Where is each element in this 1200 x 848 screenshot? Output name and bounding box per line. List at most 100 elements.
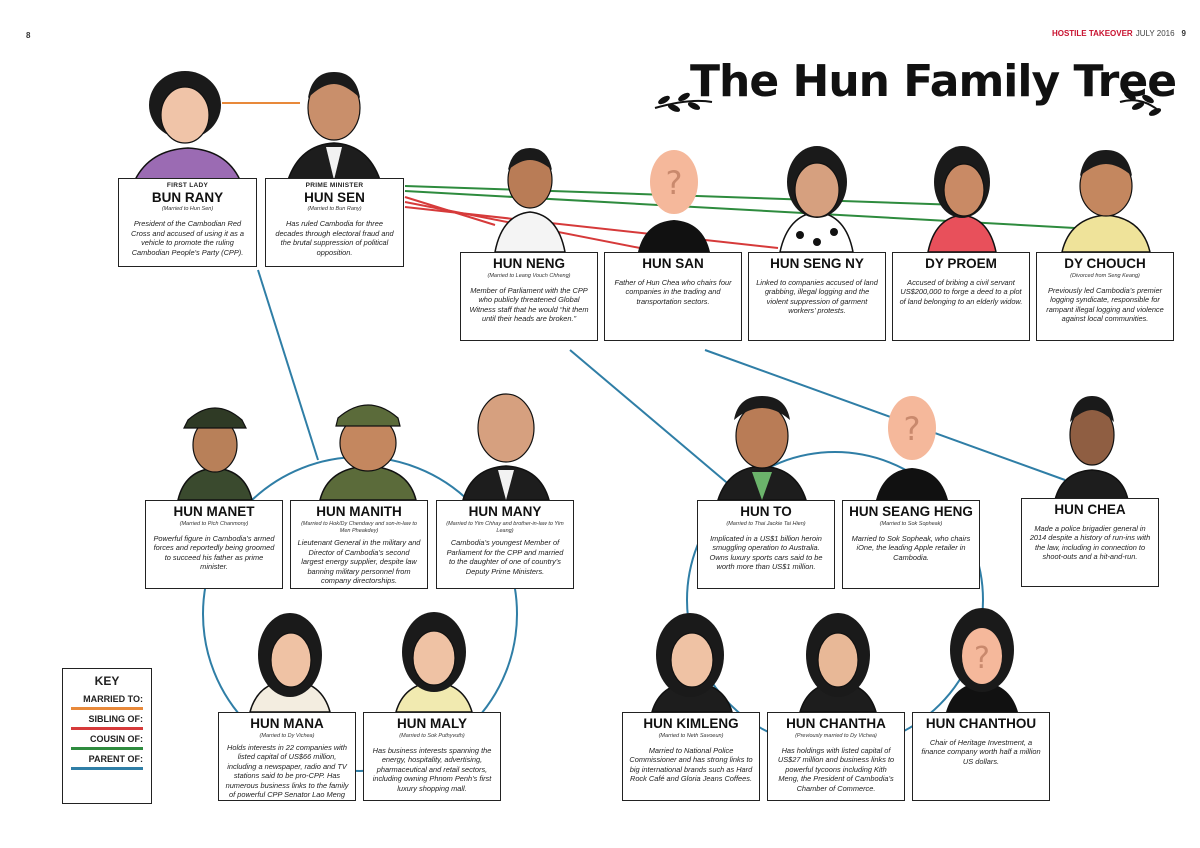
- legend-item-sibling: SIBLING OF:: [71, 714, 143, 730]
- publication-name: HOSTILE TAKEOVER: [1051, 29, 1133, 38]
- hun-san-portrait-icon: ?: [638, 150, 710, 252]
- card-marriage: (Married to Sok Puthyvuth): [399, 732, 465, 739]
- card-description: Has ruled Cambodia for three decades thr…: [275, 219, 394, 257]
- legend-label: COUSIN OF:: [90, 734, 143, 744]
- legend-item-cousin: COUSIN OF:: [71, 734, 143, 750]
- card-description: Holds interests in 22 companies with lis…: [225, 742, 349, 800]
- card-name: HUN MANET: [173, 504, 255, 519]
- card-description: Married to National Police Commissioner …: [629, 745, 753, 784]
- hun-seang-heng-portrait-icon: ?: [876, 396, 948, 500]
- publication-date: JULY 2016: [1135, 29, 1175, 38]
- legend: KEY MARRIED TO: SIBLING OF: COUSIN OF: P…: [62, 668, 152, 804]
- card-name: DY PROEM: [925, 256, 997, 271]
- hun-mana-portrait-icon: [249, 613, 331, 713]
- card-marriage: (Married to Pich Chanmony): [179, 520, 249, 527]
- card-marriage: (Married to Leang Vouch Chheng): [487, 272, 571, 279]
- legend-swatch: [71, 767, 143, 770]
- card-hun-manet: HUN MANET (Married to Pich Chanmony) Pow…: [145, 500, 283, 589]
- card-dy-proem: DY PROEM Accused of bribing a civil serv…: [892, 252, 1030, 341]
- card-hun-chea: HUN CHEA Made a police brigadier general…: [1021, 498, 1159, 587]
- left-laurel-icon: [654, 92, 713, 112]
- legend-label: PARENT OF:: [88, 754, 143, 764]
- running-header: HOSTILE TAKEOVER JULY 2016 9: [1052, 29, 1186, 38]
- card-marriage: (Married to Hok/Dy Chendavy and son-in-l…: [301, 520, 417, 534]
- card-description: Married to Sok Sopheak, who chairs iOne,…: [851, 533, 971, 562]
- hun-manith-portrait-icon: [319, 404, 417, 501]
- card-description: Implicated in a US$1 billion heroin smug…: [709, 533, 823, 572]
- card-name: BUN RANY: [151, 189, 224, 205]
- card-name: HUN SEN: [304, 189, 365, 205]
- card-description: Cambodia’s youngest Member of Parliament…: [446, 538, 564, 576]
- card-hun-chanthou: HUN CHANTHOU Chair of Heritage Investmen…: [912, 712, 1050, 801]
- card-description: Lieutenant General in the military and D…: [297, 538, 421, 585]
- legend-label: MARRIED TO:: [83, 694, 143, 704]
- card-marriage: (Married to Sok Sopheak): [879, 520, 943, 527]
- hun-chanthou-portrait-icon: ?: [946, 608, 1018, 712]
- card-name: HUN NENG: [492, 256, 565, 271]
- card-name: HUN CHANTHOU: [925, 716, 1037, 731]
- card-name: HUN CHANTHA: [786, 716, 886, 731]
- sibling-lines: [404, 196, 779, 249]
- hun-sen-portrait-icon: [286, 72, 382, 181]
- card-marriage: (Married to Dy Vichea): [259, 732, 315, 739]
- page-number-left: 8: [26, 31, 31, 40]
- card-name: HUN CHEA: [1054, 502, 1126, 517]
- card-name: HUN SEANG HENG: [849, 504, 973, 519]
- dy-chouch-portrait-icon: [1061, 150, 1151, 253]
- dy-proem-portrait-icon: [927, 146, 997, 253]
- card-description: President of the Cambodian Red Cross and…: [131, 219, 244, 257]
- card-hun-sen: PRIME MINISTER HUN SEN (Married to Bun R…: [265, 178, 404, 267]
- card-bun-rany: FIRST LADY BUN RANY (Married to Hun Sen)…: [118, 178, 257, 267]
- card-description: Member of Parliament with the CPP who pu…: [469, 285, 589, 324]
- svg-text:?: ?: [904, 410, 921, 448]
- card-name: HUN MANA: [250, 716, 324, 731]
- card-name: HUN TO: [740, 504, 792, 519]
- legend-item-married: MARRIED TO:: [71, 694, 143, 710]
- card-description: Chair of Heritage Investment, a finance …: [921, 737, 1041, 766]
- right-laurel-icon: [1119, 91, 1162, 116]
- legend-swatch: [71, 727, 143, 730]
- hun-maly-portrait-icon: [395, 612, 473, 713]
- card-role: FIRST LADY: [166, 182, 209, 189]
- card-marriage: (Divorced from Seng Keang): [1070, 272, 1140, 279]
- legend-title: KEY: [94, 674, 120, 688]
- card-name: HUN SAN: [642, 256, 704, 271]
- card-name: HUN SENG NY: [770, 256, 864, 271]
- card-name: HUN MALY: [396, 716, 467, 731]
- card-description: Accused of bribing a civil servant US$20…: [899, 277, 1023, 306]
- card-marriage: (Married to Thai Jackie Tai Hien): [726, 520, 806, 527]
- card-hun-kimleng: HUN KIMLENG (Married to Neth Savoeun) Ma…: [622, 712, 760, 801]
- card-hun-mana: HUN MANA (Married to Dy Vichea) Holds in…: [218, 712, 356, 801]
- hun-many-portrait-icon: [462, 393, 550, 501]
- card-hun-seng-ny: HUN SENG NY Linked to companies accused …: [748, 252, 886, 341]
- card-hun-san: HUN SAN Father of Hun Chea who chairs fo…: [604, 252, 742, 341]
- hun-to-portrait-icon: [716, 396, 808, 501]
- card-name: HUN MANITH: [316, 504, 402, 519]
- legend-swatch: [71, 747, 143, 750]
- card-name: HUN MANY: [468, 504, 542, 519]
- page-title: The Hun Family Tree: [690, 56, 1177, 107]
- hun-manet-portrait-icon: [177, 407, 253, 501]
- legend-swatch: [71, 707, 143, 710]
- card-hun-seang-heng: HUN SEANG HENG (Married to Sok Sopheak) …: [842, 500, 980, 589]
- card-description: Has business interests spanning the ener…: [372, 745, 492, 793]
- page-number-right: 9: [1181, 29, 1186, 38]
- svg-text:?: ?: [974, 641, 990, 676]
- card-description: Father of Hun Chea who chairs four compa…: [614, 277, 732, 306]
- card-dy-chouch: DY CHOUCH (Divorced from Seng Keang) Pre…: [1036, 252, 1174, 341]
- card-hun-manith: HUN MANITH (Married to Hok/Dy Chendavy a…: [290, 500, 428, 589]
- hun-neng-portrait-icon: [494, 148, 566, 253]
- hun-kimleng-portrait-icon: [651, 613, 733, 713]
- card-name: DY CHOUCH: [1064, 256, 1146, 271]
- card-hun-neng: HUN NENG (Married to Leang Vouch Chheng)…: [460, 252, 598, 341]
- card-marriage: (Previously married to Dy Vichea): [795, 732, 877, 739]
- card-description: Linked to companies accused of land grab…: [756, 277, 878, 316]
- card-hun-chantha: HUN CHANTHA (Previously married to Dy Vi…: [767, 712, 905, 801]
- legend-label: SIBLING OF:: [88, 714, 144, 724]
- hun-seng-ny-portrait-icon: [779, 146, 854, 253]
- card-marriage: (Married to Neth Savoeun): [658, 732, 724, 739]
- card-hun-many: HUN MANY (Married to Yim Chhay and broth…: [436, 500, 574, 589]
- card-marriage: (Married to Hun Sen): [161, 206, 214, 213]
- card-role: PRIME MINISTER: [305, 182, 364, 189]
